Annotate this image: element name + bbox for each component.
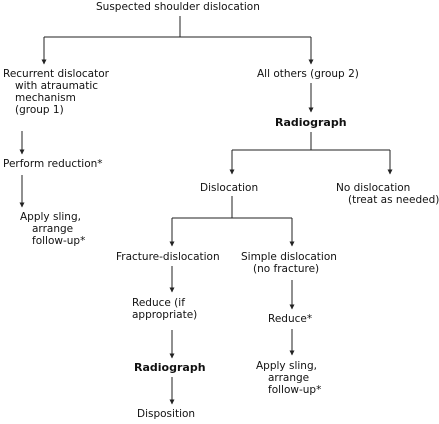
node-apply-sling-left: Apply sling, arrange follow-up* [20,211,85,247]
node-text-line: Simple dislocation [241,251,337,263]
node-apply-sling-right: Apply sling, arrange follow-up* [256,360,321,396]
node-text: Radiograph [275,116,347,129]
node-text-line: arrange [32,223,74,235]
node-text-line: No dislocation [336,182,411,194]
node-text-line: arrange [268,372,310,384]
node-text-line: Recurrent dislocator [3,68,109,80]
node-reduce-if-appropriate: Reduce (if appropriate) [132,297,197,321]
node-reduce: Reduce* [268,313,312,325]
node-all-others: All others (group 2) [257,68,359,80]
node-text: Disposition [137,408,196,420]
node-simple-dislocation: Simple dislocation (no fracture) [241,251,337,275]
node-text-line: Apply sling, [20,211,81,223]
node-text: Reduce* [268,313,313,325]
node-text: All others (group 2) [257,68,359,80]
node-text-line: follow-up* [268,384,322,396]
node-perform-reduction: Perform reduction* [3,158,103,170]
node-text: Perform reduction* [3,158,103,170]
node-radiograph-top: Radiograph [275,117,347,129]
node-recurrent-dislocator: Recurrent dislocator with atraumatic mec… [3,68,109,116]
node-text-line: (treat as needed) [348,194,439,206]
node-no-dislocation: No dislocation (treat as needed) [336,182,439,206]
node-suspected-shoulder-dislocation: Suspected shoulder dislocation [96,1,260,13]
node-text-line: with atraumatic [15,80,99,92]
node-text: Radiograph [134,361,206,374]
node-text-line: (no fracture) [253,263,320,275]
node-text: Dislocation [200,182,259,194]
node-text-line: (group 1) [15,104,64,116]
node-text: Fracture-dislocation [116,251,220,263]
node-disposition: Disposition [137,408,195,420]
node-text-line: follow-up* [32,235,86,247]
node-radiograph-bottom: Radiograph [134,362,206,374]
node-text-line: Apply sling, [256,360,317,372]
node-text-line: Reduce (if [132,297,185,309]
node-text-line: appropriate) [132,309,198,321]
node-text: Suspected shoulder dislocation [96,1,260,13]
node-text-line: mechanism [15,92,76,104]
node-dislocation: Dislocation [200,182,258,194]
node-fracture-dislocation: Fracture-dislocation [116,251,220,263]
